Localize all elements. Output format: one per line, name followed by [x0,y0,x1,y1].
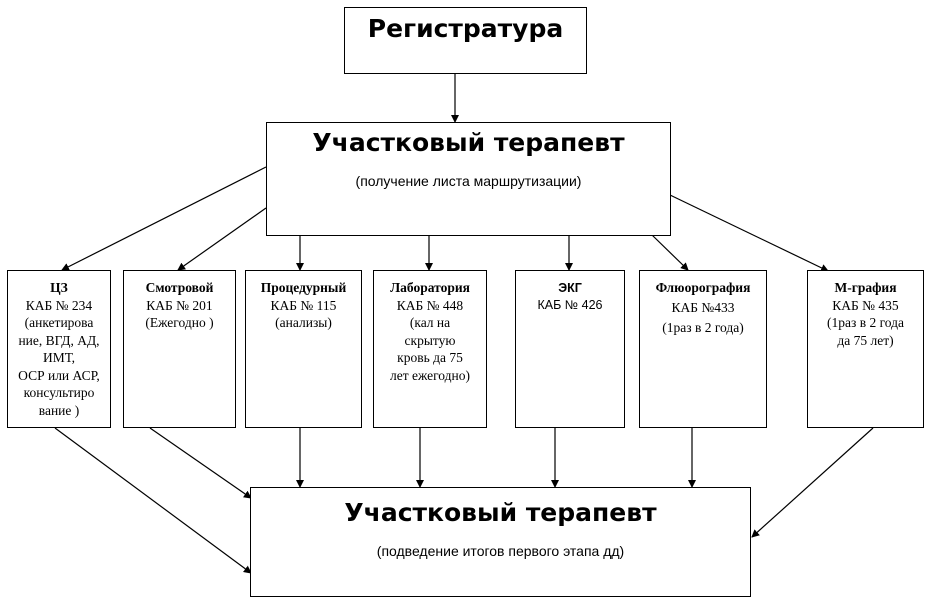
room-cabinet: КАБ № 426 [537,298,603,312]
arrow-therapist-to-smotrovoy [177,207,267,271]
room-note-line: лет ежегодно) [389,367,471,383]
therapist-summary-box: Участковый терапевт (подведение итогов п… [250,487,751,597]
room-cabinet: КАБ № 234 [25,297,93,313]
room-note-line: вание ) [38,402,80,418]
room-note-line: ОСР или АСР, [18,367,100,383]
arrow-smotrovoy-to-final [149,427,252,499]
room-note-line: ИМТ, [42,350,76,365]
arrow-mgraphy-to-final [751,427,874,538]
room-note-line: (кал на [409,315,451,330]
room-title: Смотровой [145,280,214,295]
room-title: ЦЗ [50,280,68,295]
room-note-line: скрытую [404,332,456,348]
room-box-mammography: М-графия КАБ № 435 (1раз в 2 года да 75 … [807,270,924,428]
room-note-line: (1раз в 2 года [827,315,904,330]
room-box-smotrovoy: Смотровой КАБ № 201 (Ежегодно ) [123,270,236,428]
room-note-line: (анализы) [275,315,332,330]
therapist-summary-subtitle: (подведение итогов первого этапа дд) [376,543,625,559]
room-note-line: консультиро [23,385,95,400]
arrow-therapist-to-fluoro [651,234,689,271]
room-cabinet: КАБ № 435 [832,297,899,313]
arrow-therapist-to-mgraphy [669,194,829,272]
arrow-therapist-to-cz [61,166,267,271]
therapist-summary-title: Участковый терапевт [344,498,657,527]
room-note-line: (1раз в 2 года) [662,320,744,335]
room-cabinet: КАБ № 201 [146,297,213,313]
room-title: ЭКГ [558,281,582,295]
room-box-laboratory: Лаборатория КАБ № 448 (кал на скрытую кр… [373,270,487,428]
room-box-procedurny: Процедурный КАБ № 115 (анализы) [245,270,362,428]
room-note-line: да 75 лет) [837,332,894,348]
room-box-fluorography: Флюорография КАБ №433 (1раз в 2 года) [639,270,767,428]
registry-title: Регистратура [367,14,564,43]
therapist-routing-box: Участковый терапевт (получение листа мар… [266,122,671,236]
room-box-cz: ЦЗ КАБ № 234 (анкетирова ние, ВГД, АД, И… [7,270,111,428]
room-note-line: (Ежегодно ) [145,315,214,330]
registry-box: Регистратура [344,7,587,74]
room-cabinet: КАБ № 448 [396,297,464,313]
room-note-line: (анкетирова [24,315,94,330]
room-box-ecg: ЭКГ КАБ № 426 [515,270,625,428]
room-title: Процедурный [260,280,347,295]
room-cabinet: КАБ №433 [671,299,735,315]
room-title: Лаборатория [390,280,470,295]
room-title: Флюорография [655,280,751,295]
room-note-line: ние, ВГД, АД, [18,332,100,348]
room-note-line: кровь да 75 [397,350,463,365]
arrow-cz-to-final [54,427,252,574]
therapist-routing-title: Участковый терапевт [312,128,625,157]
therapist-routing-subtitle: (получение листа маршрутизации) [355,173,582,189]
room-title: М-графия [834,280,897,295]
room-cabinet: КАБ № 115 [270,297,337,313]
